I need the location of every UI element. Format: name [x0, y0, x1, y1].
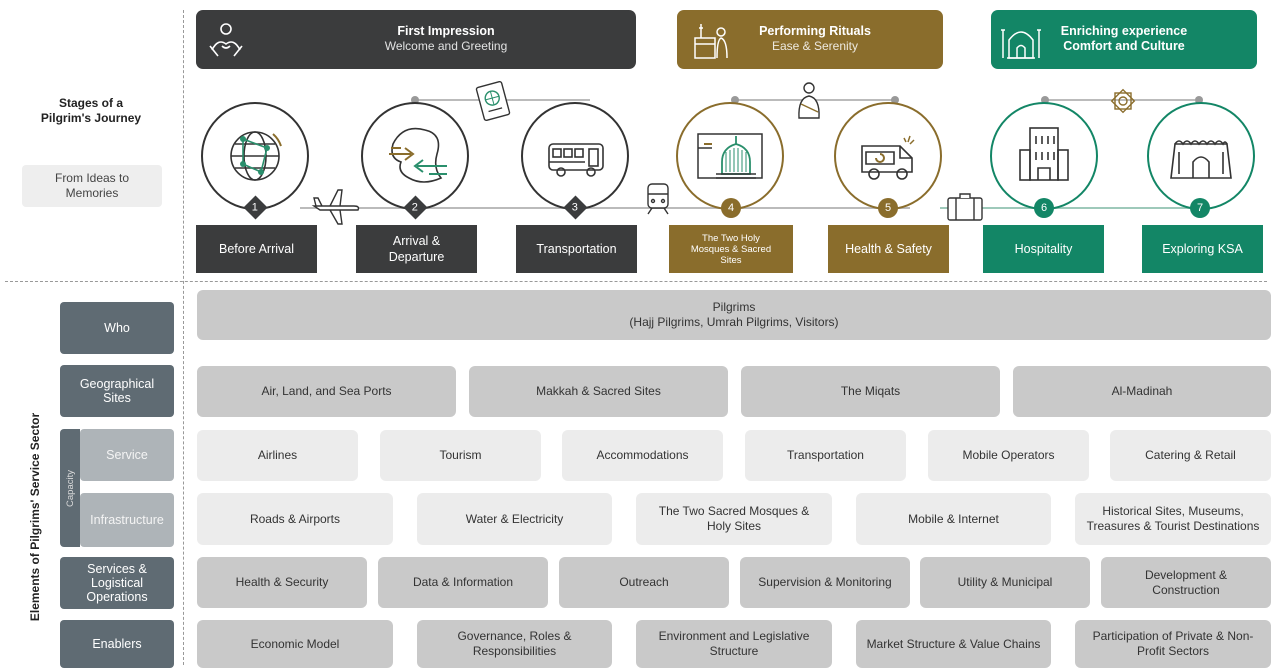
banner-subtitle: Ease & Serenity: [771, 39, 859, 53]
banner-subtitle: Comfort and Culture: [1063, 39, 1185, 53]
cell-service: Airlines: [197, 430, 358, 481]
stage-number-5: 5: [878, 198, 898, 218]
banner-first-impression: First Impression Welcome and Greeting: [196, 10, 636, 69]
cell-enabler: Economic Model: [197, 620, 393, 668]
cell-service: Tourism: [380, 430, 541, 481]
pilgrim-kaaba-icon: [694, 24, 728, 59]
cell-infrastructure: Roads & Airports: [197, 493, 393, 545]
cell-enabler: Participation of Private & Non- Profit S…: [1075, 620, 1271, 668]
stages-title: Stages of a Pilgrim's Journey: [40, 96, 142, 125]
cell-infrastructure: Historical Sites, Museums, Treasures & T…: [1075, 493, 1271, 545]
cell-enabler: Market Structure & Value Chains: [856, 620, 1051, 668]
cell-service: Transportation: [745, 430, 906, 481]
row-label-enablers: Enablers: [60, 620, 174, 668]
row-label-infrastructure: Infrastructure: [80, 493, 174, 547]
luggage-icon: [947, 193, 983, 221]
connector-dot: [1195, 96, 1203, 104]
stage-exploring-ksa: Exploring KSA: [1142, 225, 1263, 273]
stage-before-arrival: Before Arrival: [196, 225, 317, 273]
stage-arrival-departure: Arrival & Departure: [356, 225, 477, 273]
capacity-label: Capacity: [60, 429, 80, 547]
stage-hospitality: Hospitality: [983, 225, 1104, 273]
cell-geo: Makkah & Sacred Sites: [469, 366, 728, 417]
arrival-departure-icon: [389, 127, 447, 183]
banner-performing-rituals: Performing Rituals Ease & Serenity: [677, 10, 943, 69]
stage-number-6: 6: [1034, 198, 1054, 218]
cell-enabler: Governance, Roles & Responsibilities: [417, 620, 612, 668]
ihram-pilgrim-icon: [798, 82, 820, 119]
row-label-services-logistics: Services & Logistical Operations: [60, 557, 174, 609]
row-label-who: Who: [60, 302, 174, 354]
cell-geo: Air, Land, and Sea Ports: [197, 366, 456, 417]
bus-icon: [548, 143, 604, 177]
horizontal-divider: [5, 281, 1267, 282]
journey-connector-lower-green: [940, 207, 1190, 209]
cell-operations: Supervision & Monitoring: [740, 557, 910, 608]
row-label-service: Service: [80, 429, 174, 481]
mosque-dome-icon: [697, 133, 763, 179]
heritage-fort-icon: [1170, 140, 1232, 179]
stage-number-4: 4: [721, 198, 741, 218]
cell-operations: Utility & Municipal: [920, 557, 1090, 608]
cell-infrastructure: Water & Electricity: [417, 493, 612, 545]
stage-7-circle: [1147, 102, 1255, 210]
airplane-icon: [311, 189, 360, 225]
cell-service: Catering & Retail: [1110, 430, 1271, 481]
cell-operations: Health & Security: [197, 557, 367, 608]
stage-5-circle: [834, 102, 942, 210]
cell-operations: Development & Construction: [1101, 557, 1271, 608]
islamic-star-icon: [1110, 88, 1136, 114]
connector-dot: [1041, 96, 1049, 104]
passport-icon: [475, 80, 511, 122]
cell-infrastructure: Mobile & Internet: [856, 493, 1051, 545]
banner-title: Enriching experience: [1060, 24, 1188, 38]
journey-connector-lower: [300, 207, 910, 209]
hotel-icon: [1019, 127, 1069, 181]
cell-service: Accommodations: [562, 430, 723, 481]
banner-enriching-experience: Enriching experience Comfort and Culture: [991, 10, 1257, 69]
stage-4-circle: [676, 102, 784, 210]
stage-number-7: 7: [1190, 198, 1210, 218]
connector-dot: [891, 96, 899, 104]
cell-infrastructure: The Two Sacred Mosques & Holy Sites: [636, 493, 832, 545]
vertical-divider: [183, 10, 184, 665]
row-label-geographical-sites: Geographical Sites: [60, 365, 174, 417]
cell-service: Mobile Operators: [928, 430, 1089, 481]
stage-2-circle: [361, 102, 469, 210]
banner-title: First Impression: [397, 24, 495, 38]
stage-transportation: Transportation: [516, 225, 637, 273]
memories-tag: From Ideas to Memories: [22, 165, 162, 207]
globe-network-icon: [230, 131, 282, 181]
sector-elements-title: Elements of Pilgrims' Service Sector: [28, 412, 42, 622]
cell-operations: Data & Information: [378, 557, 548, 608]
care-hands-icon: [209, 23, 243, 57]
connector-dot: [411, 96, 419, 104]
banner-title: Performing Rituals: [759, 24, 871, 38]
stage-health-safety: Health & Safety: [828, 225, 949, 273]
ambulance-icon: [861, 135, 915, 180]
banner-subtitle: Welcome and Greeting: [384, 39, 508, 53]
cell-geo: The Miqats: [741, 366, 1000, 417]
stage-1-circle: [201, 102, 309, 210]
cell-pilgrims: Pilgrims (Hajj Pilgrims, Umrah Pilgrims,…: [197, 290, 1271, 340]
cell-operations: Outreach: [559, 557, 729, 608]
cell-enabler: Environment and Legislative Structure: [636, 620, 832, 668]
cell-geo: Al-Madinah: [1013, 366, 1271, 417]
mosque-icon: [1001, 29, 1041, 59]
train-icon: [647, 183, 669, 215]
journey-connector-upper-3: [1045, 99, 1195, 101]
stage-holy-mosques: The Two Holy Mosques & Sacred Sites: [669, 225, 793, 273]
stage-6-circle: [990, 102, 1098, 210]
connector-dot: [731, 96, 739, 104]
stage-3-circle: [521, 102, 629, 210]
